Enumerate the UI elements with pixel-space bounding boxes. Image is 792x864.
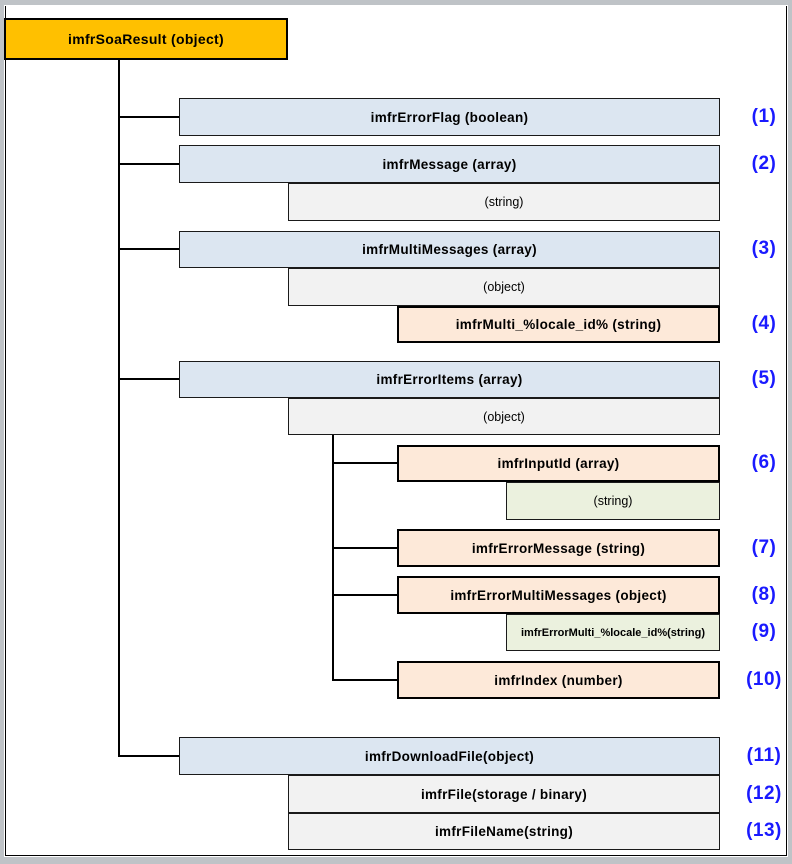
frame-left <box>5 6 6 856</box>
node-imfrErrorMulti-locale-id: imfrErrorMulti_%locale_id%(string) <box>506 614 720 651</box>
ref-number-5: (5) <box>751 368 777 389</box>
node-imfrErrorMessage: imfrErrorMessage (string) <box>397 529 720 567</box>
ref-number-4: (4) <box>751 313 777 334</box>
connector-branch-11 <box>118 755 179 757</box>
node-imfrErrorItems: imfrErrorItems (array) <box>179 361 720 398</box>
connector-branch-6 <box>332 462 397 464</box>
window-edge-left <box>0 0 4 864</box>
node-imfrFile: imfrFile(storage / binary) <box>288 775 720 813</box>
connector-branch-10 <box>332 679 397 681</box>
node-imfrErrorFlag: imfrErrorFlag (boolean) <box>179 98 720 136</box>
node-imfrDownloadFile: imfrDownloadFile(object) <box>179 737 720 775</box>
connector-branch-1 <box>118 116 179 118</box>
window-edge-top <box>0 0 792 5</box>
ref-number-10: (10) <box>746 669 782 690</box>
connector-branch-7 <box>332 547 397 549</box>
connector-branch-8 <box>332 594 397 596</box>
node-imfrMulti-locale-id: imfrMulti_%locale_id% (string) <box>397 306 720 343</box>
connector-branch-3 <box>118 248 179 250</box>
window-edge-right <box>788 0 792 864</box>
ref-number-12: (12) <box>746 783 782 804</box>
frame-bottom <box>5 855 787 856</box>
node-imfrMultiMessages: imfrMultiMessages (array) <box>179 231 720 268</box>
node-imfrErrorMultiMessages: imfrErrorMultiMessages (object) <box>397 576 720 614</box>
ref-number-11: (11) <box>746 745 782 766</box>
ref-number-1: (1) <box>751 106 777 127</box>
ref-number-2: (2) <box>751 153 777 174</box>
node-imfrInputId-item: (string) <box>506 482 720 520</box>
node-imfrErrorItems-item: (object) <box>288 398 720 435</box>
connector-trunk-erroritems <box>332 435 334 681</box>
node-imfrMultiMessages-item: (object) <box>288 268 720 306</box>
connector-trunk-main <box>118 59 120 756</box>
node-imfrFileName: imfrFileName(string) <box>288 813 720 850</box>
frame-right <box>786 6 787 856</box>
node-imfrMessage-item: (string) <box>288 183 720 221</box>
ref-number-7: (7) <box>751 537 777 558</box>
connector-branch-5 <box>118 378 179 380</box>
node-imfrMessage: imfrMessage (array) <box>179 145 720 183</box>
ref-number-3: (3) <box>751 238 777 259</box>
node-imfrSoaResult: imfrSoaResult (object) <box>4 18 288 60</box>
node-imfrInputId: imfrInputId (array) <box>397 445 720 482</box>
ref-number-6: (6) <box>751 452 777 473</box>
window-edge-bottom <box>0 857 792 864</box>
ref-number-8: (8) <box>751 584 777 605</box>
ref-number-13: (13) <box>746 820 782 841</box>
node-imfrIndex: imfrIndex (number) <box>397 661 720 699</box>
connector-branch-2 <box>118 163 179 165</box>
ref-number-9: (9) <box>751 621 777 642</box>
